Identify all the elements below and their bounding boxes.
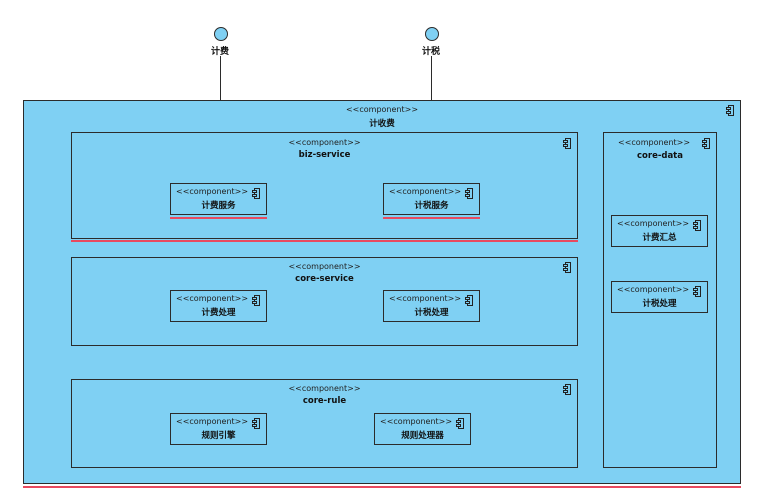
core-rule-stereotype: <<component>> [288,384,361,393]
billing-summary-stereotype: <<component>> [617,219,690,228]
core-service-component[interactable]: <<component>> core-service [71,257,578,346]
component-icon [465,188,473,199]
tax-processing-name: 计税处理 [414,308,449,318]
component-icon [693,286,701,297]
root-component-name: 计收费 [369,119,395,129]
component-icon [563,138,571,149]
core-data-tax-processing-component[interactable]: <<component>> 计税处理 [611,281,708,313]
billing-service-stereotype: <<component>> [176,187,249,196]
component-icon [693,220,701,231]
core-data-name: core-data [637,151,683,161]
component-icon [252,418,260,429]
billing-processing-name: 计费处理 [201,308,236,318]
component-icon [726,105,734,116]
core-data-stereotype: <<component>> [618,138,691,147]
rule-engine-name: 规则引擎 [201,431,236,441]
biz-service-stereotype: <<component>> [288,138,361,147]
biz-service-component[interactable]: <<component>> biz-service [71,132,578,239]
billing-summary-component[interactable]: <<component>> 计费汇总 [611,215,708,247]
billing-interface-label: 计费 [211,47,230,57]
root-selection-underline [23,486,741,488]
biz-service-name: biz-service [298,150,351,160]
tax-processing-stereotype: <<component>> [389,294,462,303]
component-icon [563,262,571,273]
billing-processing-stereotype: <<component>> [176,294,249,303]
component-icon [563,384,571,395]
rule-engine-component[interactable]: <<component>> 规则引擎 [170,413,267,445]
tax-service-selection-underline [383,217,480,219]
biz-service-selection-underline [71,240,578,242]
core-rule-name: core-rule [302,396,347,406]
component-icon [702,138,710,149]
billing-summary-name: 计费汇总 [642,233,677,243]
rule-processor-component[interactable]: <<component>> 规则处理器 [374,413,471,445]
tax-service-component[interactable]: <<component>> 计税服务 [383,183,480,215]
core-service-name: core-service [295,274,354,284]
tax-service-name: 计税服务 [414,201,449,211]
component-icon [252,188,260,199]
component-icon [465,295,473,306]
tax-interface-circle[interactable] [425,27,439,41]
tax-processing-component[interactable]: <<component>> 计税处理 [383,290,480,322]
tax-service-stereotype: <<component>> [389,187,462,196]
core-data-tax-processing-stereotype: <<component>> [617,285,690,294]
billing-service-component[interactable]: <<component>> 计费服务 [170,183,267,215]
core-data-tax-processing-name: 计税处理 [642,299,677,309]
billing-interface-circle[interactable] [214,27,228,41]
rule-processor-stereotype: <<component>> [380,417,453,426]
core-service-stereotype: <<component>> [288,262,361,271]
billing-processing-component[interactable]: <<component>> 计费处理 [170,290,267,322]
component-icon [252,295,260,306]
billing-service-name: 计费服务 [201,201,236,211]
root-stereotype: <<component>> [345,105,419,114]
billing-service-selection-underline [170,217,267,219]
rule-engine-stereotype: <<component>> [176,417,249,426]
rule-processor-name: 规则处理器 [401,431,444,441]
component-icon [456,418,464,429]
tax-interface-label: 计税 [422,47,441,57]
core-rule-component[interactable]: <<component>> core-rule [71,379,578,468]
